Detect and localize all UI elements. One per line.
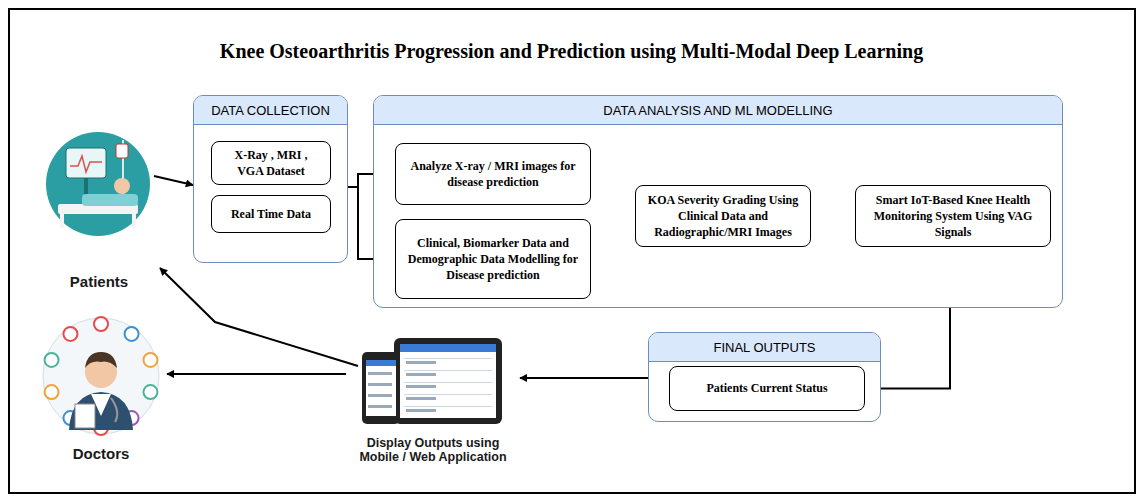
process-box: Clinical, Biomarker Data and Demographic… xyxy=(395,219,591,299)
diagram-title: Knee Osteoarthritis Progression and Pred… xyxy=(0,40,1143,63)
box-label: X-Ray , MRI , VGA Dataset xyxy=(220,147,322,179)
box-label: Clinical, Biomarker Data and Demographic… xyxy=(404,235,582,284)
icon-caption: Display Outputs using Mobile / Web Appli… xyxy=(346,436,520,464)
panel-header: DATA ANALYSIS AND ML MODELLING xyxy=(374,96,1062,125)
flow-arrow xyxy=(154,176,193,185)
panel-header: FINAL OUTPUTS xyxy=(649,333,880,362)
device-node: Display Outputs using Mobile / Web Appli… xyxy=(346,336,520,464)
process-box: KOA Severity Grading Using Clinical Data… xyxy=(635,185,811,247)
box-label: Analyze X-ray / MRI images for disease p… xyxy=(404,158,582,190)
patient-illustration xyxy=(38,126,160,290)
process-box: Real Time Data xyxy=(211,195,331,233)
process-box: X-Ray , MRI , VGA Dataset xyxy=(211,141,331,185)
flow-arrow xyxy=(160,268,358,366)
process-box: Smart IoT-Based Knee Health Monitoring S… xyxy=(855,185,1051,247)
flow-arrow xyxy=(167,373,346,375)
icon-caption: Doctors xyxy=(35,445,167,462)
box-label: Smart IoT-Based Knee Health Monitoring S… xyxy=(864,192,1042,241)
doctor-node: Doctors xyxy=(35,312,167,462)
patient-node: Patients xyxy=(38,126,160,290)
output-box: Patients Current Status xyxy=(669,366,865,411)
section-panel: DATA ANALYSIS AND ML MODELLING Analyze X-… xyxy=(373,95,1063,308)
box-label: Patients Current Status xyxy=(706,380,827,396)
doctor-illustration xyxy=(35,312,167,462)
panel-header: DATA COLLECTION xyxy=(194,96,347,125)
icon-caption: Patients xyxy=(38,273,160,290)
section-panel: DATA COLLECTION X-Ray , MRI , VGA Dataset… xyxy=(193,95,348,263)
section-panel: FINAL OUTPUTS Patients Current Status xyxy=(648,332,881,422)
flow-arrow xyxy=(520,377,648,379)
box-label: Real Time Data xyxy=(231,206,311,222)
process-box: Analyze X-ray / MRI images for disease p… xyxy=(395,143,591,205)
box-label: KOA Severity Grading Using Clinical Data… xyxy=(644,192,802,241)
